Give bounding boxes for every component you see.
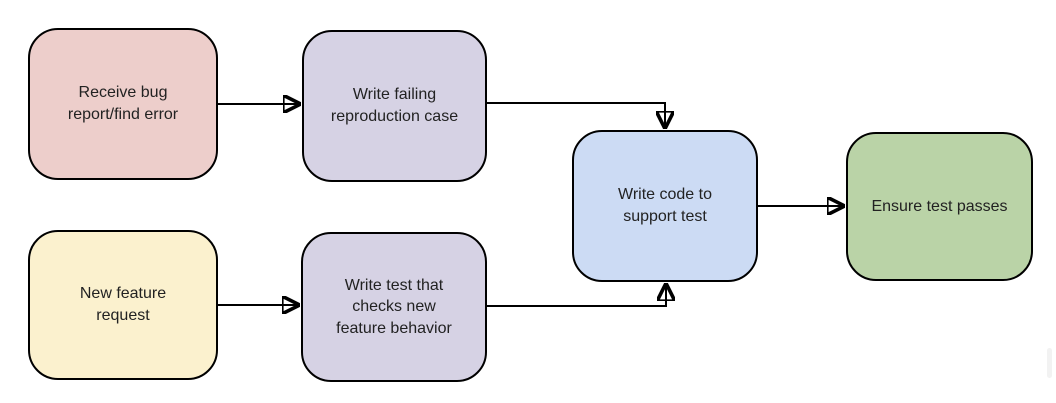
node-write-failing-reproduction-case: Write failing reproduction case	[302, 30, 487, 182]
node-write-code-to-support-test: Write code to support test	[572, 130, 758, 282]
arrow-write-failing-repro-to-write-code	[487, 102, 665, 127]
node-receive-bug-report-label: Receive bug report/find error	[67, 84, 179, 123]
node-new-feature-request: New feature request	[28, 230, 218, 380]
node-new-feature-request-label: New feature request	[79, 285, 167, 324]
node-write-test-checks-new-feature: Write test that checks new feature behav…	[301, 232, 487, 382]
node-write-test-checks-new-feature-label: Write test that checks new feature behav…	[336, 276, 452, 337]
node-write-failing-reproduction-case-label: Write failing reproduction case	[330, 86, 459, 125]
scrollbar-thumb[interactable]	[1047, 348, 1052, 378]
node-write-code-to-support-test-label: Write code to support test	[618, 186, 712, 225]
arrow-write-test-to-write-code	[487, 285, 666, 307]
node-ensure-test-passes: Ensure test passes	[846, 132, 1033, 281]
node-receive-bug-report: Receive bug report/find error	[28, 28, 218, 180]
node-ensure-test-passes-label: Ensure test passes	[871, 197, 1008, 215]
